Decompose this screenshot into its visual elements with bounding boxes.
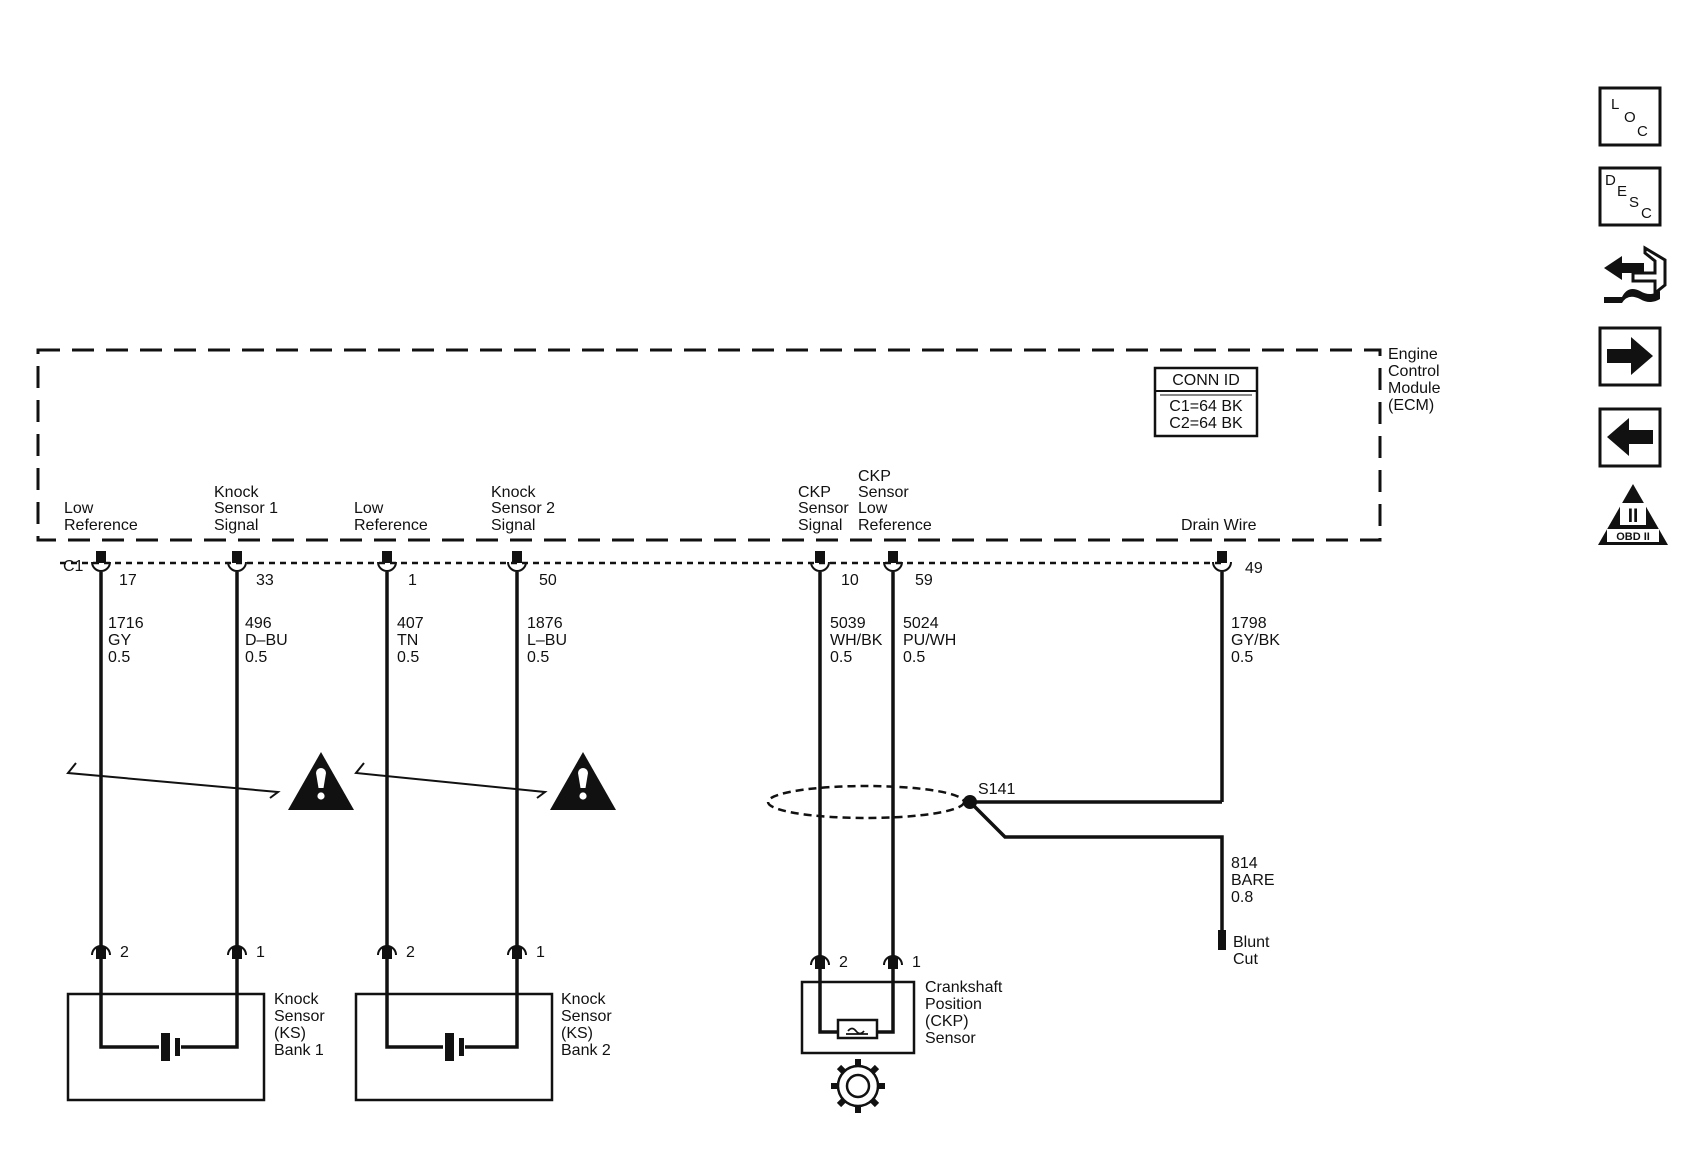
svg-text:II: II [1628,506,1639,527]
wire-label-5039: 5039 WH/BK 0.5 [830,615,887,666]
connector-repair-icon[interactable] [1604,245,1667,303]
wire-label-1716: 1716 GY 0.5 [108,615,148,666]
svg-text:O: O [1624,109,1636,126]
svg-text:E: E [1617,183,1627,200]
pin-label-low-reference-1: Low Reference [64,500,138,534]
pin-number-17: 17 [119,572,137,589]
wire-label-814: 814 BARE 0.8 [1231,855,1279,906]
svg-text:C: C [1637,123,1648,140]
obd-ii-icon[interactable]: II OBD II [1598,484,1668,545]
knock-sensor-bank-1 [66,958,266,1102]
ckp-pin-1: 1 [912,954,921,971]
wire-label-1798: 1798 GY/BK 0.5 [1231,615,1284,666]
svg-text:D: D [1605,172,1616,189]
wire-label-496: 496 D–BU 0.5 [245,615,292,666]
conn-id-c1: C1=64 BK [1169,398,1243,415]
shield-ellipse [766,784,966,820]
previous-arrow-icon[interactable] [1598,407,1662,468]
connector-c1-label: C1 [63,558,84,575]
ecm-title: Engine Control Module (ECM) [1388,346,1445,414]
description-icon[interactable]: D E S C [1598,166,1662,227]
pin-label-drain-wire: Drain Wire [1181,517,1257,534]
twisted-pair-ks1 [66,762,281,799]
sensor-pin-terminals [91,945,903,969]
blunt-cut-label: Blunt Cut [1233,934,1274,968]
svg-text:S: S [1629,194,1639,211]
pin-number-50: 50 [539,572,557,589]
caution-icon [288,752,354,810]
wire-label-407: 407 TN 0.5 [397,615,428,666]
caution-icon [550,752,616,810]
twisted-pair-ks2 [354,762,548,799]
location-icon[interactable]: L O C [1598,86,1662,147]
blunt-cut-end [1218,930,1226,950]
ks2-label: Knock Sensor (KS) Bank 2 [561,991,616,1059]
ks2-pin-1: 1 [536,944,545,961]
ecm-boundary [36,348,1382,542]
ckp-label: Crankshaft Position (CKP) Sensor [925,979,1007,1047]
ks1-pin-2: 2 [120,944,129,961]
wire-label-1876: 1876 L–BU 0.5 [527,615,571,666]
pin-label-knock-sensor-2-signal: Knock Sensor 2 Signal [491,484,560,534]
pin-number-59: 59 [915,572,933,589]
pin-number-10: 10 [841,572,859,589]
wire-label-5024: 5024 PU/WH 0.5 [903,615,961,666]
pin-label-low-reference-2: Low Reference [354,500,428,534]
ckp-sensor [800,968,916,1055]
svg-text:C: C [1641,205,1652,222]
gear-icon [831,1059,885,1113]
ks1-pin-1: 1 [256,944,265,961]
next-arrow-icon[interactable] [1598,326,1662,387]
pin-number-33: 33 [256,572,274,589]
pin-label-knock-sensor-1-signal: Knock Sensor 1 Signal [214,484,283,534]
conn-id-box: CONN ID C1=64 BK C2=64 BK [1153,366,1259,438]
svg-text:L: L [1611,96,1619,113]
splice-s141-label: S141 [978,781,1015,798]
pin-number-1: 1 [408,572,417,589]
splice-s141-dot [963,795,977,809]
wires [99,572,1224,965]
conn-id-header: CONN ID [1172,372,1240,389]
pin-label-ckp-sensor-low-reference: CKP Sensor Low Reference [858,468,932,534]
ckp-pin-2: 2 [839,954,848,971]
pin-number-49: 49 [1245,560,1263,577]
ecm-pin-terminals [91,551,1232,572]
ks2-pin-2: 2 [406,944,415,961]
knock-sensor-bank-2 [354,958,554,1102]
ks1-label: Knock Sensor (KS) Bank 1 [274,991,329,1059]
pin-label-ckp-sensor-signal: CKP Sensor Signal [798,484,853,534]
svg-text:OBD II: OBD II [1616,531,1650,543]
conn-id-c2: C2=64 BK [1169,415,1243,432]
